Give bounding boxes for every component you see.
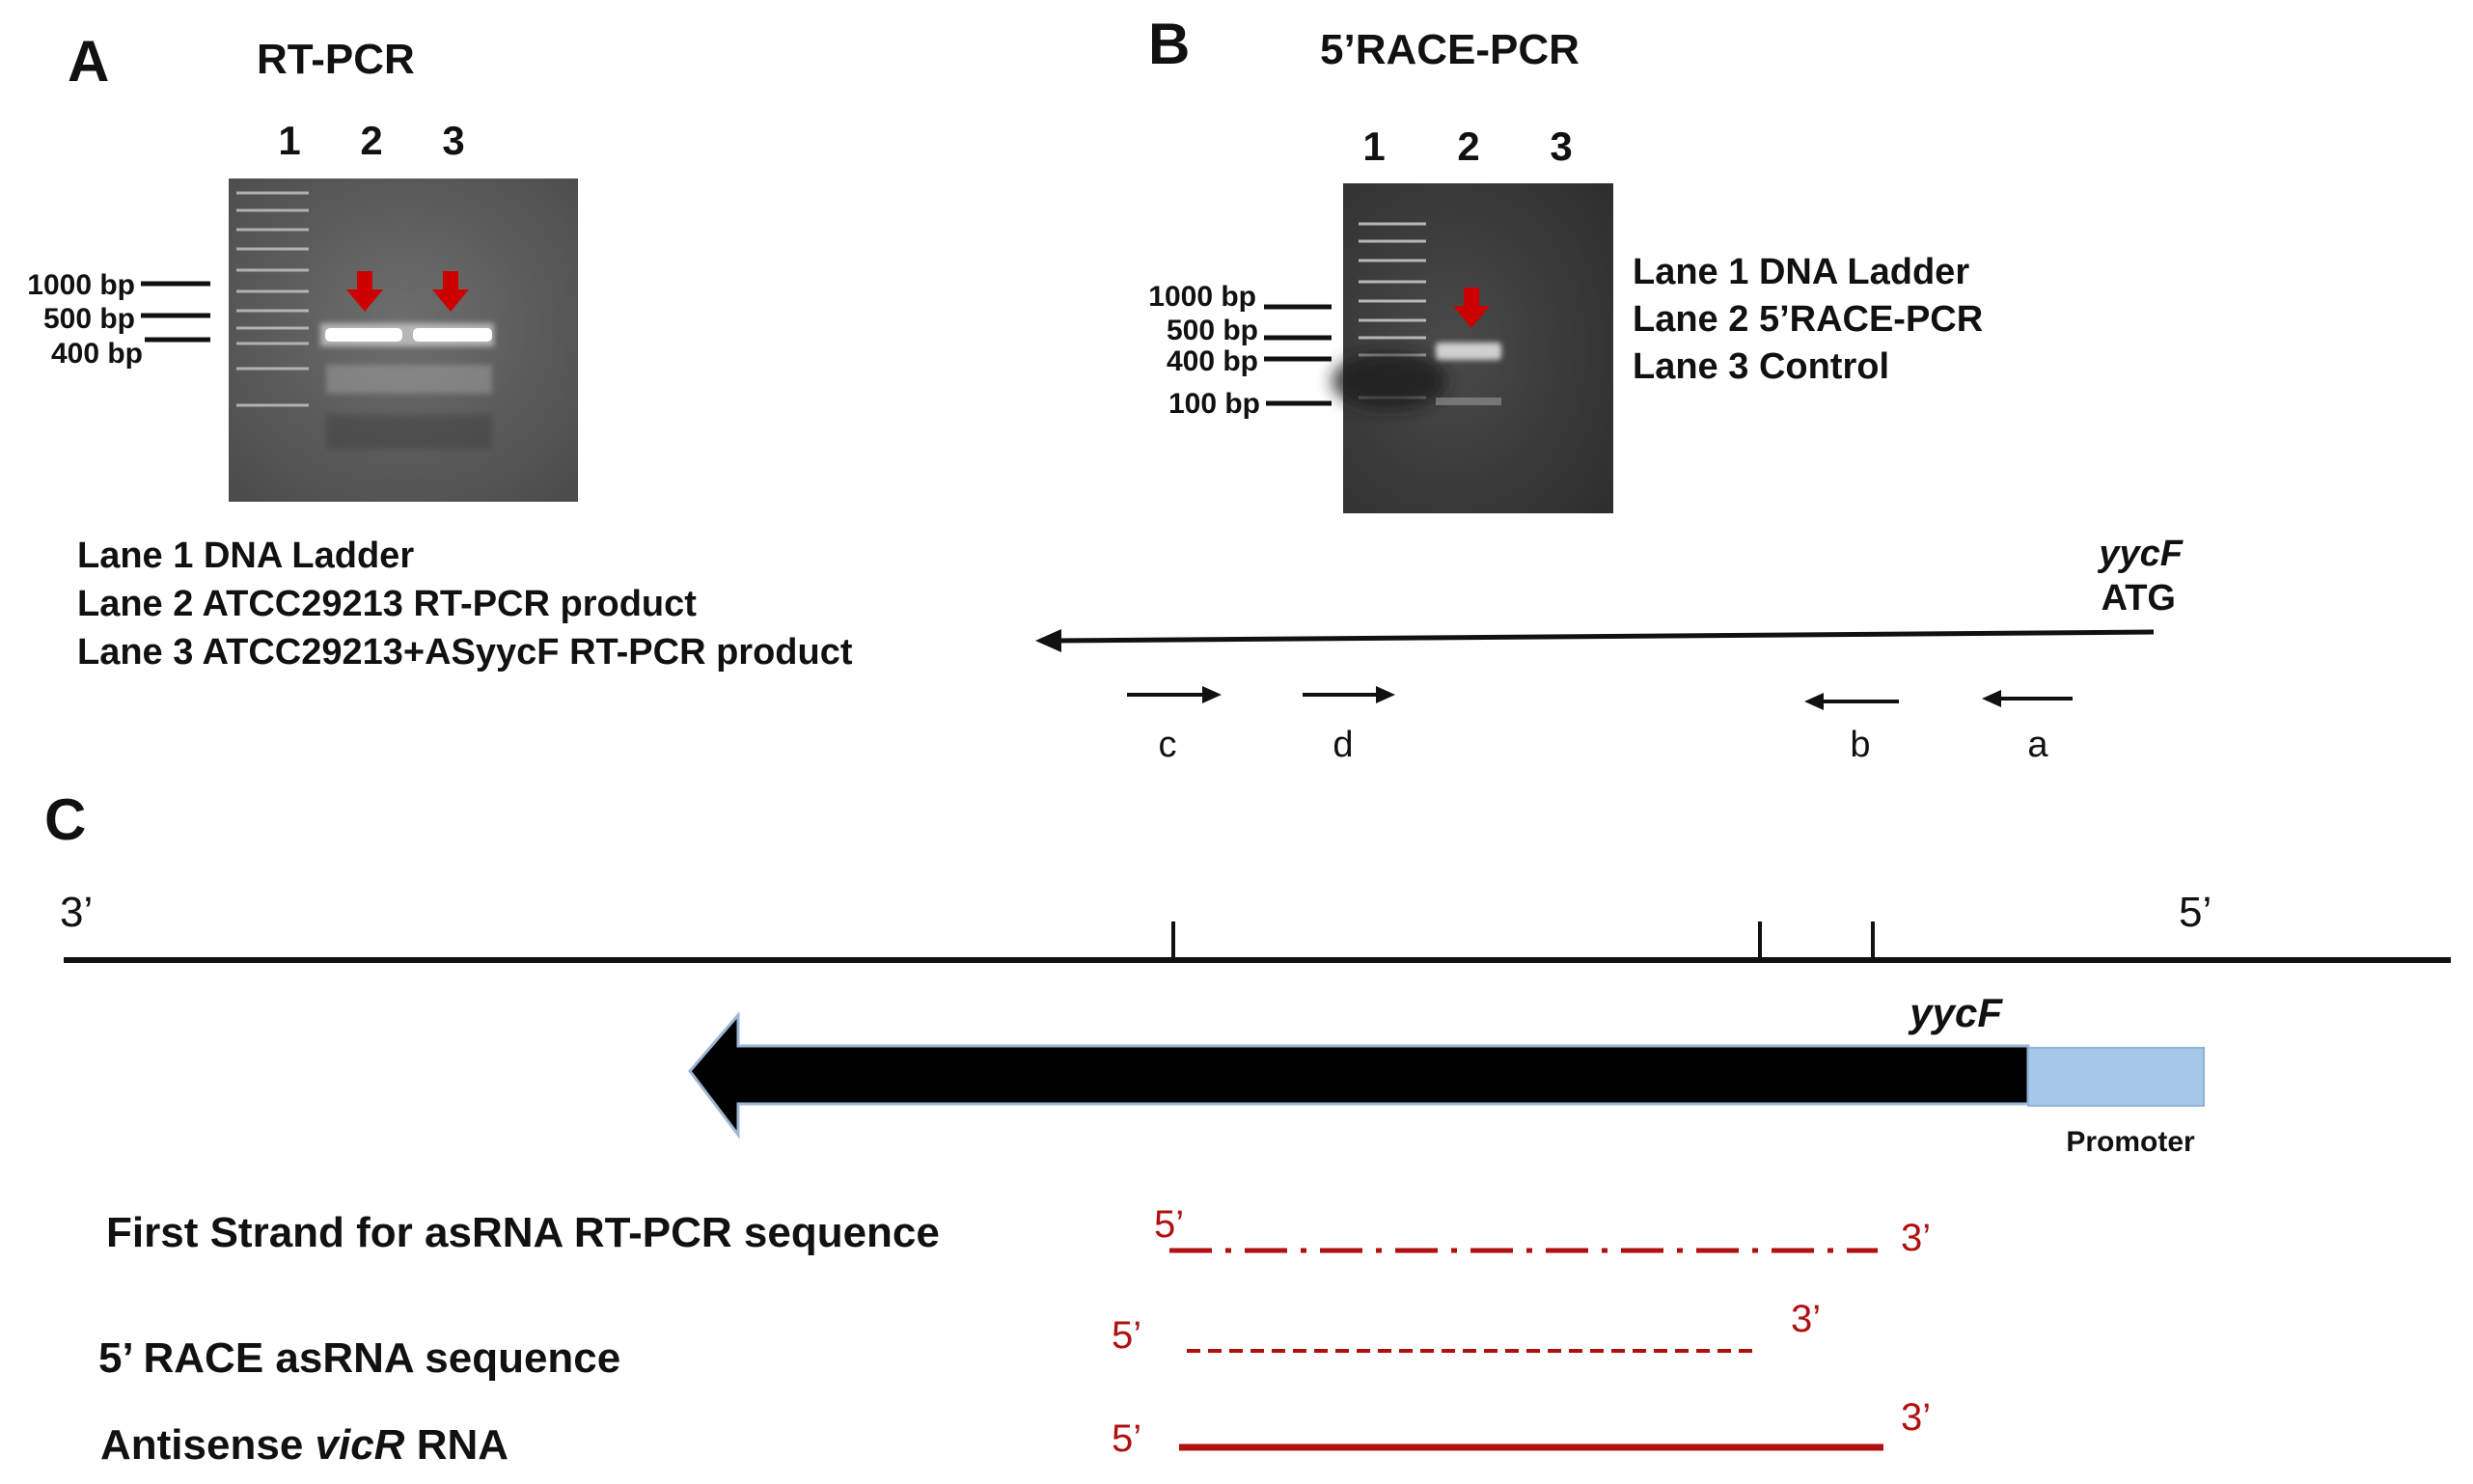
panel-a-lane-2: 2 [360, 118, 382, 163]
primer-d-label: d [1333, 725, 1353, 765]
panel-a-legend-lane-2: Lane 2 ATCC29213 RT-PCR product [77, 584, 697, 624]
gel-a-red-arrow-lane-3 [432, 271, 469, 312]
strand-3-five-prime: 5’ [1112, 1417, 1141, 1460]
panel-b-marker-100: 100 bp [1168, 388, 1260, 420]
yycf-gene-arrow [688, 1010, 2030, 1140]
panel-c-gene-label: yycF [1908, 990, 2003, 1035]
primer-a-label: a [2027, 725, 2048, 765]
gel-a-red-arrow-lane-2 [346, 271, 383, 312]
panel-a-letter: A [68, 29, 109, 94]
gel-b-dark-smear [1332, 352, 1447, 410]
genome-axis-ticks [1171, 921, 1875, 960]
panel-b-title: 5’RACE-PCR [1320, 26, 1580, 73]
gel-a-smear [326, 365, 492, 394]
strand-1-label: First Strand for asRNA RT-PCR sequence [106, 1209, 940, 1256]
primer-b-arrow [1804, 693, 1899, 710]
panel-b-marker-500: 500 bp [1167, 315, 1258, 346]
gel-b-red-arrow-lane-2 [1453, 288, 1490, 328]
strand-2-five-prime: 5’ [1112, 1314, 1141, 1357]
panel-b-lane-1: 1 [1362, 124, 1385, 169]
panel-b-legend-lane-2: Lane 2 5’RACE-PCR [1633, 299, 1983, 340]
panel-c-letter: C [44, 787, 86, 852]
strand-2-label: 5’ RACE asRNA sequence [98, 1334, 620, 1382]
panel-b-lane-3: 3 [1550, 124, 1572, 169]
panel-b-lane-2: 2 [1457, 124, 1479, 169]
panel-b-marker-1000: 1000 bp [1148, 281, 1256, 313]
panel-a-lane-1: 1 [278, 118, 300, 163]
primer-c-label: c [1159, 725, 1177, 765]
panel-a-legend-lane-3: Lane 3 ATCC29213+ASyycF RT-PCR product [77, 632, 853, 673]
gel-a-primer-dimer [326, 415, 492, 449]
panel-c-5-prime-end: 5’ [2179, 889, 2212, 936]
panel-b: B 5’RACE-PCR 1 2 3 [1148, 12, 1983, 513]
strand-3-label: Antisense vicR RNA [100, 1421, 508, 1469]
panel-a: A RT-PCR 1 2 3 [27, 29, 853, 673]
panel-c: C 3’ 5’ yycF Promoter First Strand for a… [44, 787, 2451, 1469]
panel-a-marker-500: 500 bp [43, 303, 135, 335]
panel-a-title: RT-PCR [257, 36, 415, 83]
panel-a-legend-lane-1: Lane 1 DNA Ladder [77, 536, 414, 576]
gel-b-band-lane-2 [1436, 343, 1501, 360]
panel-b-legend-lane-1: Lane 1 DNA Ladder [1633, 252, 1969, 292]
gel-a-band-lane-3 [413, 328, 492, 342]
strand-2-three-prime: 3’ [1791, 1298, 1821, 1340]
panel-a-marker-1000: 1000 bp [27, 269, 135, 301]
primer-b-label: b [1850, 725, 1870, 765]
panel-b-marker-ticks [1264, 304, 1332, 406]
panel-a-marker-400: 400 bp [51, 338, 143, 370]
primer-map-start-codon: ATG [2102, 578, 2176, 618]
panel-c-3-prime-end: 3’ [60, 889, 93, 936]
primer-map-gene-label: yycF [2097, 534, 2184, 574]
primer-d-arrow [1303, 686, 1395, 703]
panel-a-marker-ticks [141, 281, 210, 343]
primer-map: yycF ATG c d b a [1035, 534, 2184, 765]
promoter-label: Promoter [2066, 1126, 2195, 1158]
gel-a-ladder [236, 191, 309, 407]
promoter-box [2027, 1047, 2205, 1107]
strand-1-three-prime: 3’ [1901, 1217, 1931, 1259]
panel-b-letter: B [1148, 12, 1190, 76]
gel-b [1332, 183, 1613, 513]
strand-1-five-prime: 5’ [1154, 1203, 1184, 1246]
strand-3-three-prime: 3’ [1901, 1396, 1931, 1439]
panel-a-lane-3: 3 [442, 118, 464, 163]
gel-a [229, 179, 578, 502]
primer-map-transcript-arrow [1035, 629, 2155, 652]
gel-a-band-lane-2 [325, 328, 402, 342]
primer-a-arrow [1982, 690, 2073, 707]
panel-b-legend-lane-3: Lane 3 Control [1633, 346, 1889, 387]
primer-c-arrow [1127, 686, 1222, 703]
gel-b-low-band-lane-2 [1436, 398, 1501, 405]
panel-b-marker-400: 400 bp [1167, 345, 1258, 377]
